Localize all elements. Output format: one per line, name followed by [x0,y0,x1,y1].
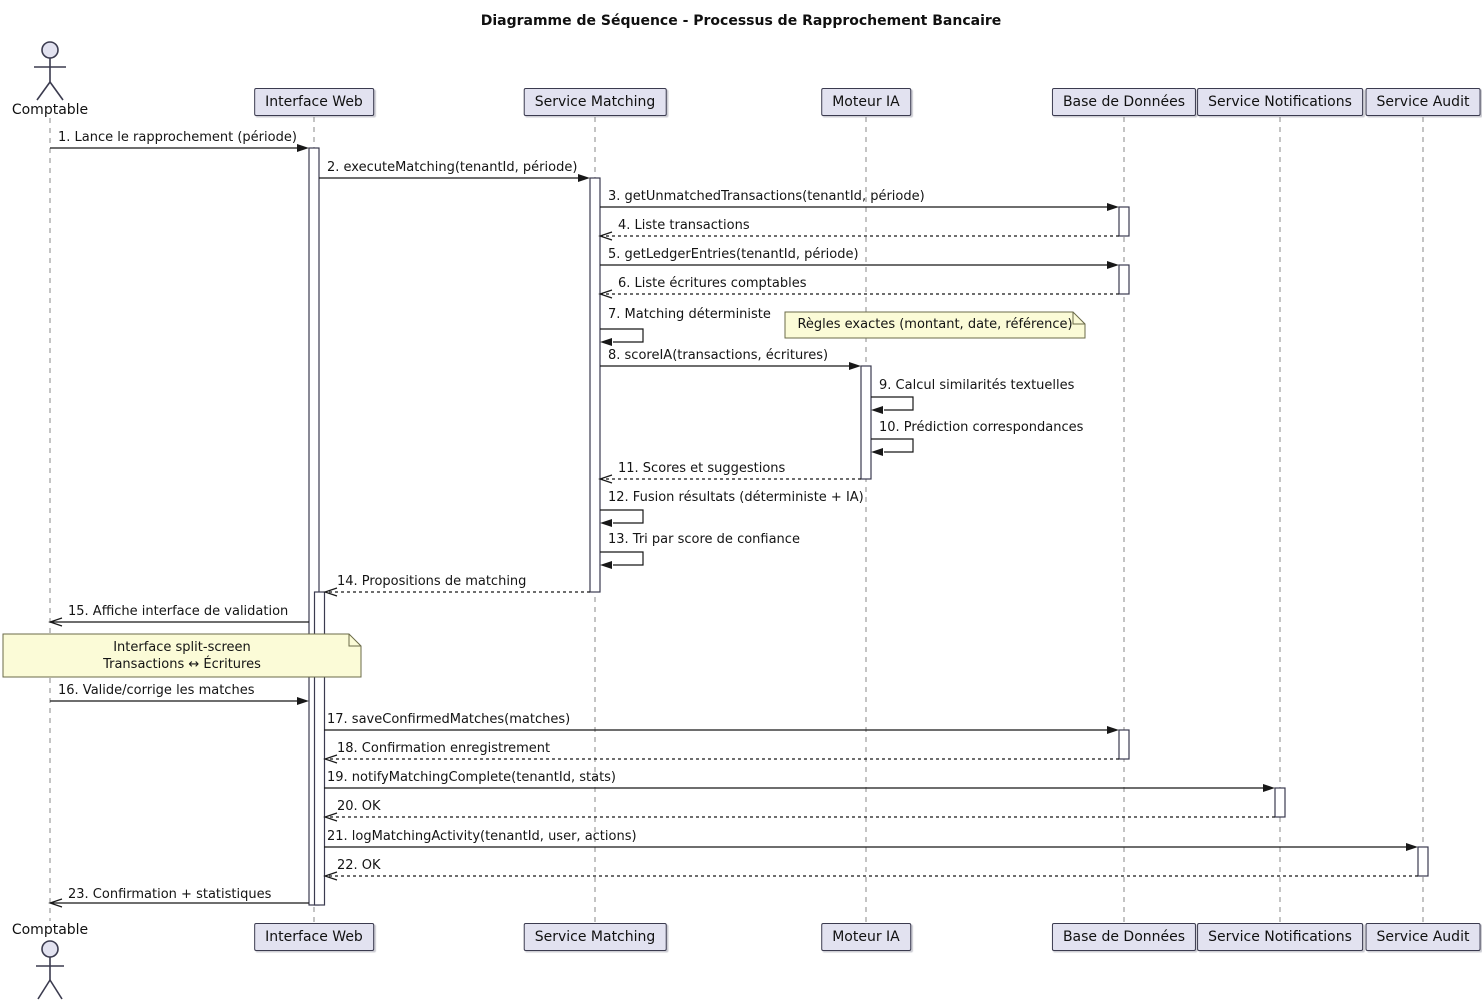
activation-moteur-ia [860,365,872,480]
message-18-label: 18. Confirmation enregistrement [337,741,551,756]
message-10-label: 10. Prédiction correspondances [879,420,1084,435]
message-17-label: 17. saveConfirmedMatches(matches) [327,712,571,727]
message-18-arrow [323,754,1119,764]
message-9-self-arrow [871,396,914,414]
participant-service-matching-top: Service Matching [523,88,667,116]
activation-db-2 [1118,264,1130,295]
note-regles-exactes-shape [784,311,1086,339]
participant-service-notifications-top: Service Notifications [1197,88,1363,116]
activation-service-matching [589,177,601,593]
note-split-screen-line2: Transactions ↔ Écritures [103,657,261,672]
message-15-arrow [48,617,309,627]
actor-label-comptable-top: Comptable [11,102,89,118]
message-2-arrow [319,174,590,182]
message-8-arrow [600,362,861,370]
message-11-arrow [598,474,861,484]
message-19-arrow [324,784,1275,792]
note-shapes [2,311,1086,678]
activation-notifications [1274,787,1286,818]
diagram-title: Diagramme de Séquence - Processus de Rap… [480,13,1002,29]
participant-service-notifications-bottom: Service Notifications [1197,923,1363,951]
lifelines [49,117,1424,924]
note-regles-exactes: Règles exactes (montant, date, référence… [797,317,1073,332]
participant-service-audit-top: Service Audit [1365,88,1481,116]
note-split-screen: Interface split-screen Transactions ↔ Éc… [3,639,361,673]
activation-bars [308,147,1429,906]
message-6-label: 6. Liste écritures comptables [618,276,807,291]
message-11-label: 11. Scores et suggestions [618,461,786,476]
message-13-label: 13. Tri par score de confiance [608,532,800,547]
message-4-label: 4. Liste transactions [618,218,750,233]
message-23-label: 23. Confirmation + statistiques [68,887,272,902]
participant-service-matching-bottom: Service Matching [523,923,667,951]
participant-base-de-donnees-top: Base de Données [1051,88,1197,116]
participant-base-de-donnees-bottom: Base de Données [1051,923,1197,951]
message-20-arrow [323,812,1275,822]
activation-db-3 [1118,729,1130,760]
message-17-arrow [324,726,1119,734]
message-12-label: 12. Fusion résultats (déterministe + IA) [608,490,864,505]
activation-interface-web-nested [313,591,326,906]
participant-interface-web-bottom: Interface Web [254,923,374,951]
actor-label-comptable-bottom: Comptable [11,922,89,938]
message-10-self-arrow [871,438,914,456]
message-16-label: 16. Valide/corrige les matches [58,683,255,698]
message-14-arrow [323,587,590,597]
message-15-label: 15. Affiche interface de validation [68,604,289,619]
message-4-arrow [598,231,1119,241]
message-2-label: 2. executeMatching(tenantId, période) [327,160,578,175]
activation-db-1 [1118,206,1130,237]
message-arrows [48,144,1418,908]
actor-figure-bottom [36,940,64,1000]
message-20-label: 20. OK [337,799,381,814]
message-1-arrow [50,144,309,152]
message-6-arrow [598,289,1119,299]
message-3-label: 3. getUnmatchedTransactions(tenantId, pé… [608,189,925,204]
actor-figure-top [34,41,66,101]
message-21-label: 21. logMatchingActivity(tenantId, user, … [327,829,637,844]
message-8-label: 8. scoreIA(transactions, écritures) [608,348,829,363]
message-13-self-arrow [600,551,644,569]
message-1-label: 1. Lance le rapprochement (période) [58,130,297,145]
message-22-label: 22. OK [337,858,381,873]
participant-moteur-ia-top: Moteur IA [821,88,911,116]
message-23-arrow [48,898,309,908]
participant-interface-web-top: Interface Web [254,88,374,116]
message-22-arrow [323,871,1418,881]
message-7-self-arrow [600,328,644,346]
message-9-label: 9. Calcul similarités textuelles [879,378,1075,393]
message-12-self-arrow [600,509,644,527]
message-5-label: 5. getLedgerEntries(tenantId, période) [608,247,859,262]
participant-service-audit-bottom: Service Audit [1365,923,1481,951]
note-split-screen-shape [2,633,362,678]
activation-audit [1417,846,1429,877]
message-21-arrow [324,843,1418,851]
message-16-arrow [50,697,309,705]
message-7-label: 7. Matching déterministe [608,307,771,322]
message-14-label: 14. Propositions de matching [337,574,527,589]
message-3-arrow [600,203,1119,211]
message-19-label: 19. notifyMatchingComplete(tenantId, sta… [327,770,617,785]
message-5-arrow [600,261,1119,269]
participant-moteur-ia-bottom: Moteur IA [821,923,911,951]
note-split-screen-line1: Interface split-screen [113,640,251,655]
